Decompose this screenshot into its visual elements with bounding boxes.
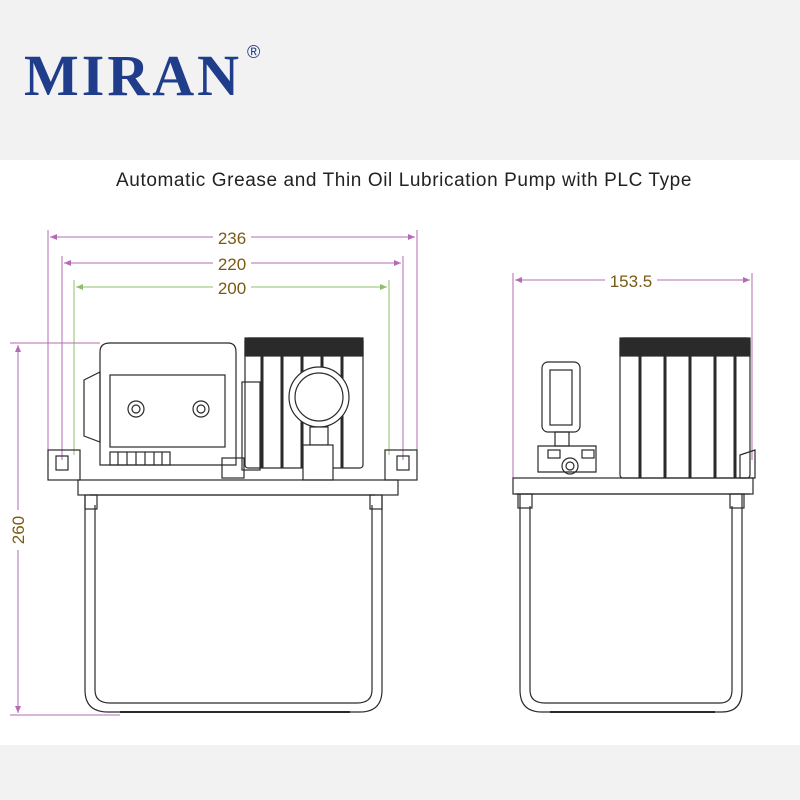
registered-mark: ® xyxy=(247,42,261,62)
header-band xyxy=(0,0,800,160)
dimension-236: 236 xyxy=(47,228,418,470)
front-view-pump xyxy=(47,337,418,713)
dimension-label-236: 236 xyxy=(218,229,246,248)
dimension-label-260: 260 xyxy=(9,516,28,544)
dimension-153-5: 153.5 xyxy=(512,271,753,480)
footer-band xyxy=(0,745,800,800)
dimension-220: 220 xyxy=(61,254,404,460)
dimension-260: 260 xyxy=(8,342,120,716)
side-view-pump xyxy=(512,337,756,713)
page-title: Automatic Grease and Thin Oil Lubricatio… xyxy=(116,170,693,191)
brand-logo: MIRAN xyxy=(24,43,242,108)
dimension-label-220: 220 xyxy=(218,255,246,274)
dimension-label-200: 200 xyxy=(218,279,246,298)
dimension-200: 200 xyxy=(73,278,390,455)
dimension-label-153-5: 153.5 xyxy=(610,272,653,291)
